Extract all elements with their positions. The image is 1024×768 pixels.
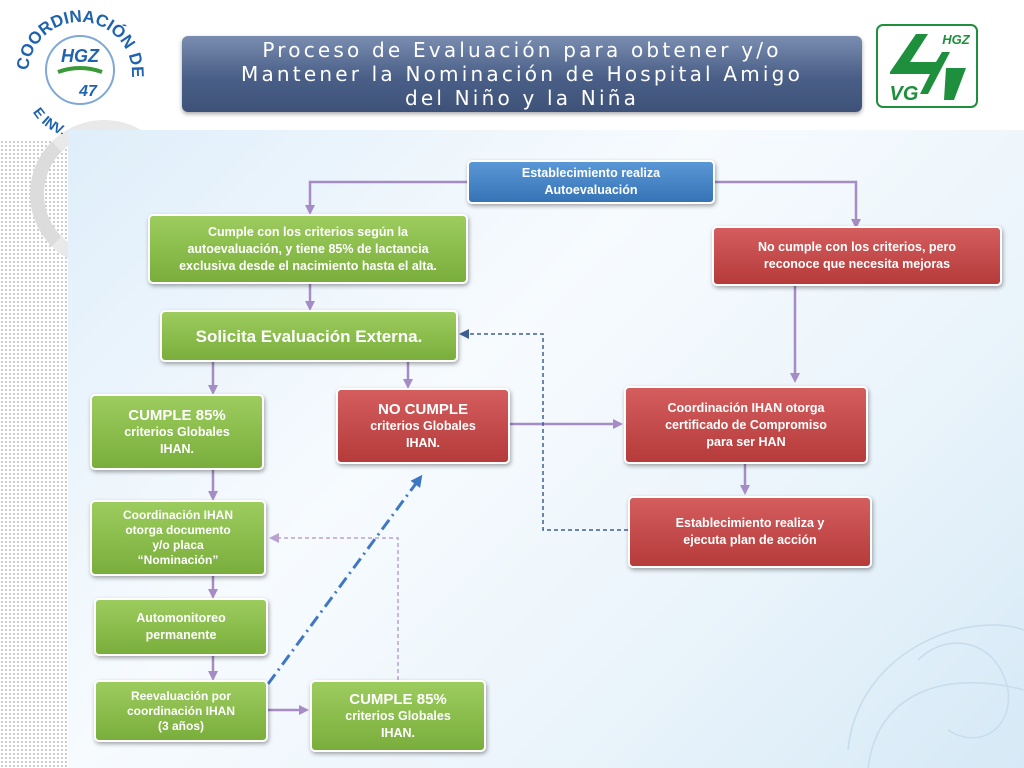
coordinacion-certificado-box: Coordinación IHAN otorga certificado de …	[624, 386, 868, 464]
logo-right-top-text: HGZ	[942, 32, 971, 47]
logo-number-text: 47	[78, 83, 98, 100]
logo-right-bottom-text: VG	[890, 83, 919, 105]
hgz-vg-logo: HGZ VG	[876, 24, 978, 108]
no-cumple-subtitle: criterios Globales IHAN.	[370, 418, 476, 450]
cumple-criterios-box: Cumple con los criterios según la autoev…	[148, 214, 468, 284]
plan-accion-box: Establecimiento realiza y ejecuta plan d…	[628, 496, 872, 568]
coordinacion-logo: COORDINACIÓN DE EDUCACIÓN E INV. HGZ 47	[0, 0, 154, 138]
logo-hgz-text: HGZ	[61, 46, 100, 66]
no-cumple-box: NO CUMPLE criterios Globales IHAN.	[336, 388, 510, 464]
cumple-85-b-box: CUMPLE 85% criterios Globales IHAN.	[310, 680, 486, 752]
reevaluacion-box: Reevaluación por coordinación IHAN (3 añ…	[94, 680, 268, 742]
title-line-2: Mantener la Nominación de Hospital Amigo	[240, 62, 804, 86]
title-line-1: Proceso de Evaluación para obtener y/o	[262, 38, 782, 62]
solicita-evaluacion-box: Solicita Evaluación Externa.	[160, 310, 458, 362]
automonitoreo-box: Automonitoreo permanente	[94, 598, 268, 656]
cumple-85-subtitle: criterios Globales IHAN.	[124, 424, 230, 456]
start-autoevaluacion-box: Establecimiento realiza Autoevaluación	[467, 160, 715, 204]
no-cumple-title: NO CUMPLE	[378, 400, 468, 418]
panel-watermark	[847, 624, 1024, 768]
title-line-3: del Niño y la Niña	[404, 86, 640, 110]
cumple-85-b-subtitle: criterios Globales IHAN.	[345, 708, 451, 740]
cumple-85-box: CUMPLE 85% criterios Globales IHAN.	[90, 394, 264, 470]
page-title: Proceso de Evaluación para obtener y/o M…	[182, 36, 862, 112]
no-cumple-criterios-box: No cumple con los criterios, pero recono…	[712, 226, 1002, 286]
svg-text:E INV.: E INV.	[30, 104, 67, 134]
cumple-85-title: CUMPLE 85%	[128, 406, 226, 424]
cumple-85-b-title: CUMPLE 85%	[349, 690, 447, 708]
coordinacion-documento-box: Coordinación IHAN otorga documento y/o p…	[90, 500, 266, 576]
